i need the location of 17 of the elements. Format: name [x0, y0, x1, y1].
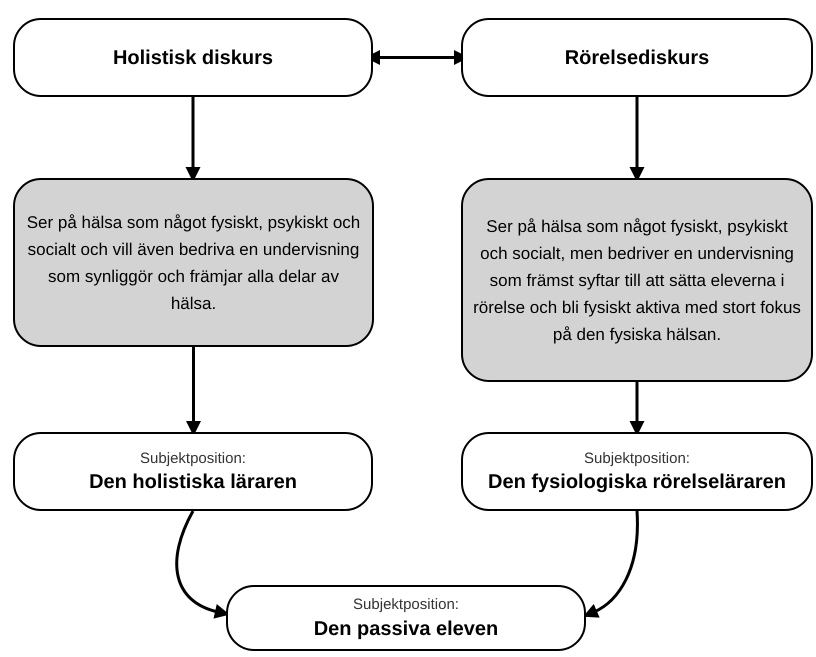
- discourse-box: [13, 18, 373, 97]
- subject-position-name: Den passiva eleven: [314, 616, 498, 642]
- subject-position-label: Subjektposition:: [140, 448, 246, 469]
- discourse-title: Holistisk diskurs: [112, 46, 274, 70]
- description-box: [461, 178, 813, 382]
- subject-position-name: Den fysiologiska rörelseläraren: [488, 470, 786, 496]
- subject-position-box: [226, 585, 586, 651]
- discourse-box: [461, 18, 813, 97]
- subject-position-label: Subjektposition:: [353, 595, 459, 616]
- discourse-title: Rörelsediskurs: [564, 46, 710, 70]
- subject-position-box: [461, 432, 813, 511]
- description-text: Ser på hälsa som något fysiskt, psykiskt och socialt och vill även bedriva en undervisning som synliggör och främjar alla delar av hälsa.: [26, 212, 362, 314]
- description-box: [13, 178, 374, 347]
- subject-position-name: Den holistiska läraren: [89, 470, 297, 496]
- subject-position-label: Subjektposition:: [584, 448, 690, 469]
- subject-position-box: [13, 432, 373, 511]
- description-text: Ser på hälsa som något fysiskt, psykiskt och socialt, men bedriver en undervisning som främst syftar till att sätta eleverna i rörelse och bli fysiskt aktiva med stort fokus på den fysiska hälsan.: [472, 216, 802, 346]
